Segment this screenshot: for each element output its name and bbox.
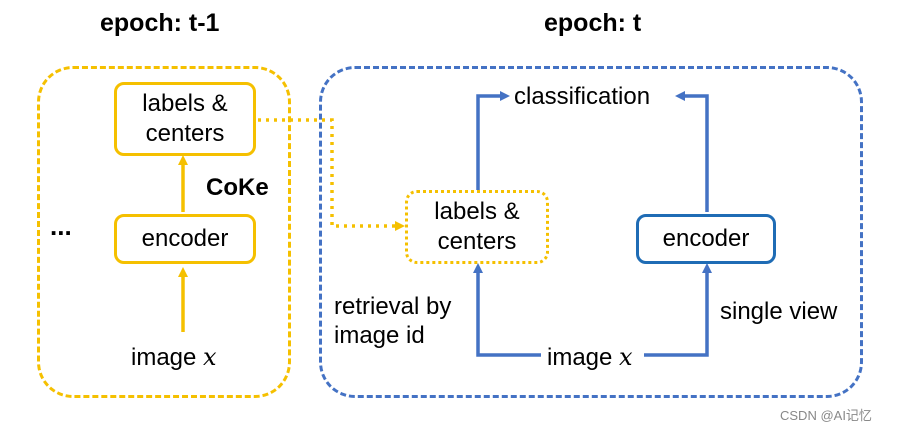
right-input-label: image x (547, 343, 633, 372)
right-input-var: x (619, 343, 633, 371)
epoch-t-panel (319, 66, 863, 398)
arrow-memory-to-classification (476, 91, 510, 190)
arrow-image-to-encoder-right (644, 263, 712, 357)
retrieval-label: retrieval by image id (334, 293, 452, 349)
left-encoder-box: encoder (114, 214, 256, 264)
arrow-image-to-memory (473, 263, 541, 357)
classification-label: classification (514, 83, 651, 110)
right-encoder-box: encoder (636, 214, 776, 264)
arrow-encoder-to-classification (675, 91, 709, 212)
method-label: CoKe (206, 174, 269, 201)
left-input-label: image x (131, 343, 217, 372)
left-panel-title: epoch: t-1 (100, 9, 220, 37)
left-labels-centers-text: labels & centers (142, 90, 228, 147)
right-panel-title: epoch: t (544, 9, 642, 37)
right-labels-centers-box: labels & centers (405, 190, 549, 264)
left-input-text: image (131, 344, 197, 371)
connector-labels-transfer (258, 118, 405, 231)
left-labels-centers-box: labels & centers (114, 82, 256, 156)
epoch-t-minus-1-panel (37, 66, 291, 398)
right-encoder-text: encoder (662, 225, 750, 252)
left-encoder-text: encoder (141, 225, 229, 252)
watermark: CSDN @AI记忆 (780, 408, 872, 423)
ellipsis: ... (50, 211, 72, 241)
right-input-text: image (547, 344, 613, 371)
single-view-label: single view (720, 298, 838, 325)
left-input-var: x (203, 343, 217, 371)
right-labels-centers-text: labels & centers (434, 198, 520, 255)
